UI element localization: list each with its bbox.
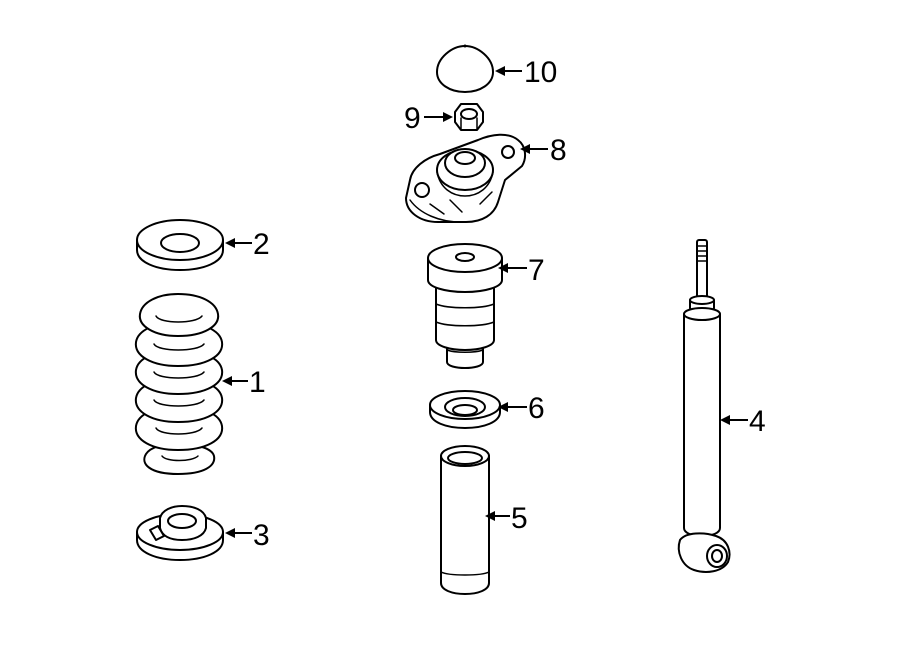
callout-3: 3 — [225, 519, 270, 552]
callout-3-label: 3 — [253, 519, 270, 552]
callout-5: 5 — [485, 502, 528, 535]
callout-5-label: 5 — [511, 502, 528, 535]
bump-stop-seat[interactable] — [429, 390, 501, 429]
callout-7-label: 7 — [528, 254, 545, 287]
callout-9: 9 — [404, 102, 453, 135]
mount-nut[interactable] — [454, 103, 484, 131]
bump-stop[interactable] — [427, 243, 503, 369]
upper-strut-mount[interactable] — [405, 133, 527, 223]
callout-9-label: 9 — [404, 102, 421, 135]
dust-boot[interactable] — [440, 445, 490, 595]
callout-1-label: 1 — [249, 366, 266, 399]
mount-cap[interactable] — [436, 44, 494, 93]
callout-4-label: 4 — [749, 405, 766, 438]
callout-6-label: 6 — [528, 392, 545, 425]
callout-8-label: 8 — [550, 134, 567, 167]
lower-spring-insulator[interactable] — [136, 505, 224, 561]
callout-7: 7 — [498, 254, 545, 287]
coil-spring[interactable] — [134, 293, 224, 475]
callout-8: 8 — [520, 134, 567, 167]
callout-10: 10 — [495, 56, 557, 89]
callout-2: 2 — [225, 228, 270, 261]
callout-6: 6 — [498, 392, 545, 425]
upper-spring-seat[interactable] — [136, 219, 224, 271]
callout-1: 1 — [222, 366, 266, 399]
callout-4: 4 — [720, 405, 766, 438]
callout-2-label: 2 — [253, 228, 270, 261]
shock-absorber[interactable] — [677, 239, 731, 573]
callout-10-label: 10 — [524, 56, 557, 89]
